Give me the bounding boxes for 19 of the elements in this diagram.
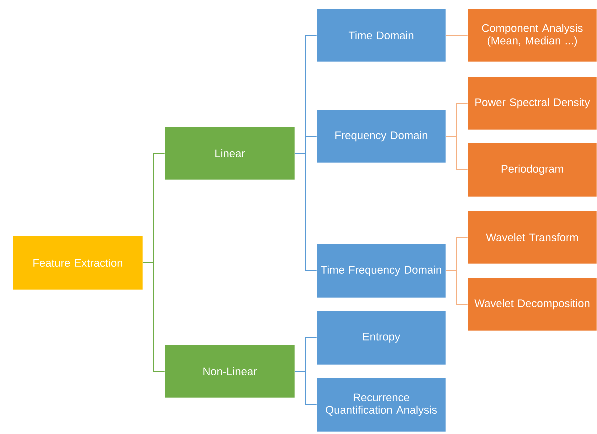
method-box: Wavelet Decomposition [468, 278, 597, 332]
root-box: Feature Extraction [12, 236, 144, 290]
connector [446, 136, 468, 170]
domain-box: Time Domain [316, 8, 446, 62]
domain-box: Frequency Domain [316, 110, 446, 164]
connector [142, 262, 166, 372]
method-box: Component Analysis (Mean, Median ...) [468, 8, 597, 62]
category-box: Linear [164, 126, 296, 180]
connector [446, 270, 468, 305]
method-box: Power Spectral Density [468, 76, 597, 130]
method-box: Periodogram [468, 142, 597, 198]
domain-box: Time Frequency Domain [316, 244, 446, 298]
method-box: Wavelet Transform [468, 210, 597, 264]
domain-box: Recurrence Quantification Analysis [316, 378, 446, 432]
category-box: Non-Linear [164, 344, 296, 398]
connector [294, 371, 318, 406]
connector [446, 35, 468, 36]
connector [294, 153, 318, 272]
domain-box: Entropy [316, 310, 446, 366]
